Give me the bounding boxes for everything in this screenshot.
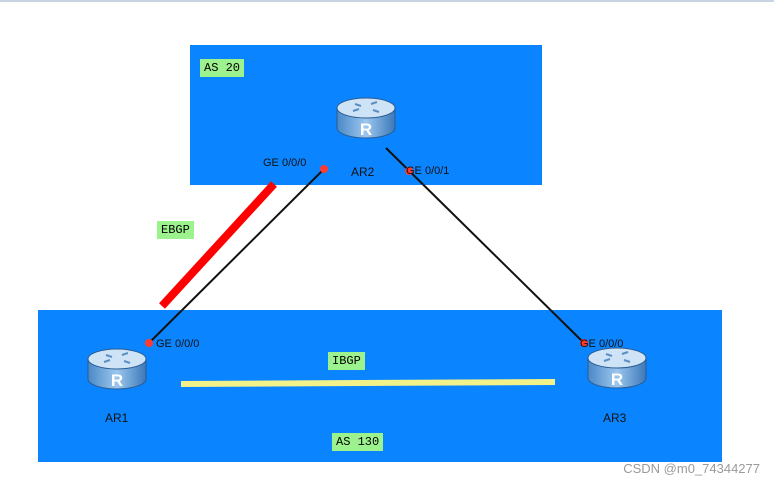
ar2-ge001-label: GE 0/0/1 — [406, 165, 450, 177]
ar1-name: AR1 — [105, 411, 129, 425]
ebgp-label: EBGP — [157, 221, 194, 239]
ar3-port-dot[interactable] — [580, 339, 588, 347]
svg-text:R: R — [111, 371, 123, 390]
top-border — [0, 0, 774, 2]
ar1-router-icon[interactable]: R — [86, 347, 148, 393]
ebgp-link-bar — [159, 181, 277, 309]
ar2-name: AR2 — [351, 165, 375, 179]
svg-text:R: R — [360, 120, 372, 139]
ar2-ar3-link[interactable] — [385, 147, 585, 344]
ar1-port-dot[interactable] — [145, 339, 153, 347]
watermark-text: CSDN @m0_74344277 — [623, 461, 760, 476]
svg-text:R: R — [611, 370, 623, 389]
ar2-ge000-label: GE 0/0/0 — [263, 157, 307, 169]
as20-label: AS 20 — [200, 59, 245, 77]
ar3-router-icon[interactable]: R — [586, 346, 648, 392]
ar1-ar2-link[interactable] — [147, 168, 325, 345]
ar2-ge000-port-dot[interactable] — [320, 165, 328, 173]
ibgp-label: IBGP — [328, 352, 365, 370]
ibgp-link-bar — [180, 379, 556, 387]
ar1-ge000-label: GE 0/0/0 — [156, 338, 200, 350]
ar2-router-icon[interactable]: R — [335, 96, 397, 142]
ar3-ge000-label: GE 0/0/0 — [580, 338, 624, 350]
ar3-name: AR3 — [603, 411, 627, 425]
as130-label: AS 130 — [332, 433, 384, 451]
ar2-ge001-port-dot[interactable] — [405, 167, 413, 175]
